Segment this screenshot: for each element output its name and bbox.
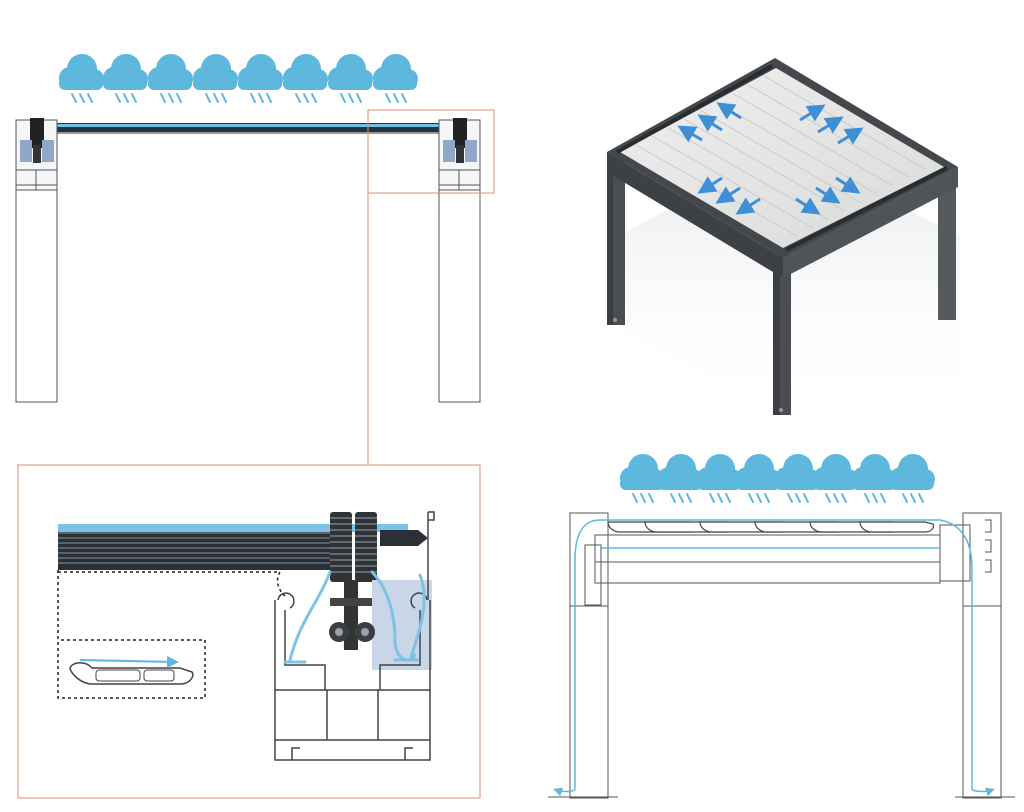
rain-cloud-icon: [697, 454, 742, 503]
rain-cloud-icon: [736, 454, 781, 503]
rain-clouds-top-left: [59, 54, 418, 103]
rain-cloud-icon: [238, 54, 283, 103]
pivot-gear-right: [355, 512, 377, 582]
pivot-gear-left: [330, 512, 352, 582]
frame-beam-left: [607, 152, 783, 278]
rain-cloud-icon: [328, 54, 373, 103]
drainage-arrow-icon: [715, 186, 741, 204]
rain-cloud-icon: [775, 454, 820, 503]
rain-cloud-icon: [373, 54, 418, 103]
rain-cloud-icon: [658, 454, 703, 503]
wp-beam: [594, 534, 941, 584]
wp-right-post: [962, 512, 1002, 799]
drainage-arrow-icon: [697, 176, 723, 194]
water-flow: [283, 570, 426, 664]
roof-beam: [30, 123, 475, 132]
wp-left-post: [569, 512, 609, 799]
drainage-arrow-icon: [697, 114, 723, 132]
rain-cloud-icon: [813, 454, 858, 503]
drainage-arrow-icon: [716, 102, 742, 120]
roof-blade: [58, 524, 408, 570]
wp-water-path: [553, 519, 995, 797]
gutter-edge-left: [616, 64, 773, 154]
drainage-arrow-icon: [799, 104, 826, 122]
drainage-arrow-icon: [735, 197, 761, 215]
drainage-arrow-icon: [835, 176, 861, 194]
drainage-arrow-icon: [677, 125, 703, 143]
detail-highlight: [367, 109, 495, 465]
blade-water-film: [58, 524, 408, 532]
rain-cloud-icon: [283, 54, 328, 103]
rain-cloud-icon: [59, 54, 104, 103]
roof-surface: [620, 68, 944, 248]
rain-cloud-icon: [103, 54, 148, 103]
roof-flow-arrows: [677, 102, 864, 215]
pergola-section-view: [15, 118, 481, 403]
rain-cloud-icon: [193, 54, 238, 103]
highlight-box: [367, 109, 495, 194]
drainage-arrow-icon: [795, 197, 821, 215]
rain-clouds-bottom-right: [620, 454, 935, 503]
rain-cloud-icon: [852, 454, 897, 503]
gutter-detail-view: [17, 464, 481, 799]
blade-tip: [380, 530, 428, 546]
drainage-arrow-icon: [817, 116, 844, 134]
drainage-arrow-icon: [837, 127, 864, 145]
frame-beam-right: [783, 167, 958, 278]
wp-blade-row: [607, 521, 935, 533]
gutter-profile: [274, 511, 435, 761]
right-gutter-mechanism: [443, 118, 477, 163]
post-back-right: [938, 180, 956, 320]
water-path-section: [548, 512, 1015, 799]
drainage-arrow-icon: [815, 186, 841, 204]
left-gutter-mechanism: [20, 118, 54, 163]
central-shaft: [329, 580, 375, 650]
pergola-3d-render: [607, 58, 960, 420]
blade-cross-section-inset: [69, 655, 194, 685]
rain-cloud-icon: [620, 454, 665, 503]
gutter-edge-right: [785, 166, 948, 252]
detail-frame: [17, 464, 481, 799]
roof-water-film: [30, 124, 475, 127]
inset-water-arrow: [79, 655, 179, 668]
blade-outline-dashed: [57, 570, 286, 699]
rain-cloud-icon: [148, 54, 193, 103]
rain-cloud-icon: [890, 454, 935, 503]
